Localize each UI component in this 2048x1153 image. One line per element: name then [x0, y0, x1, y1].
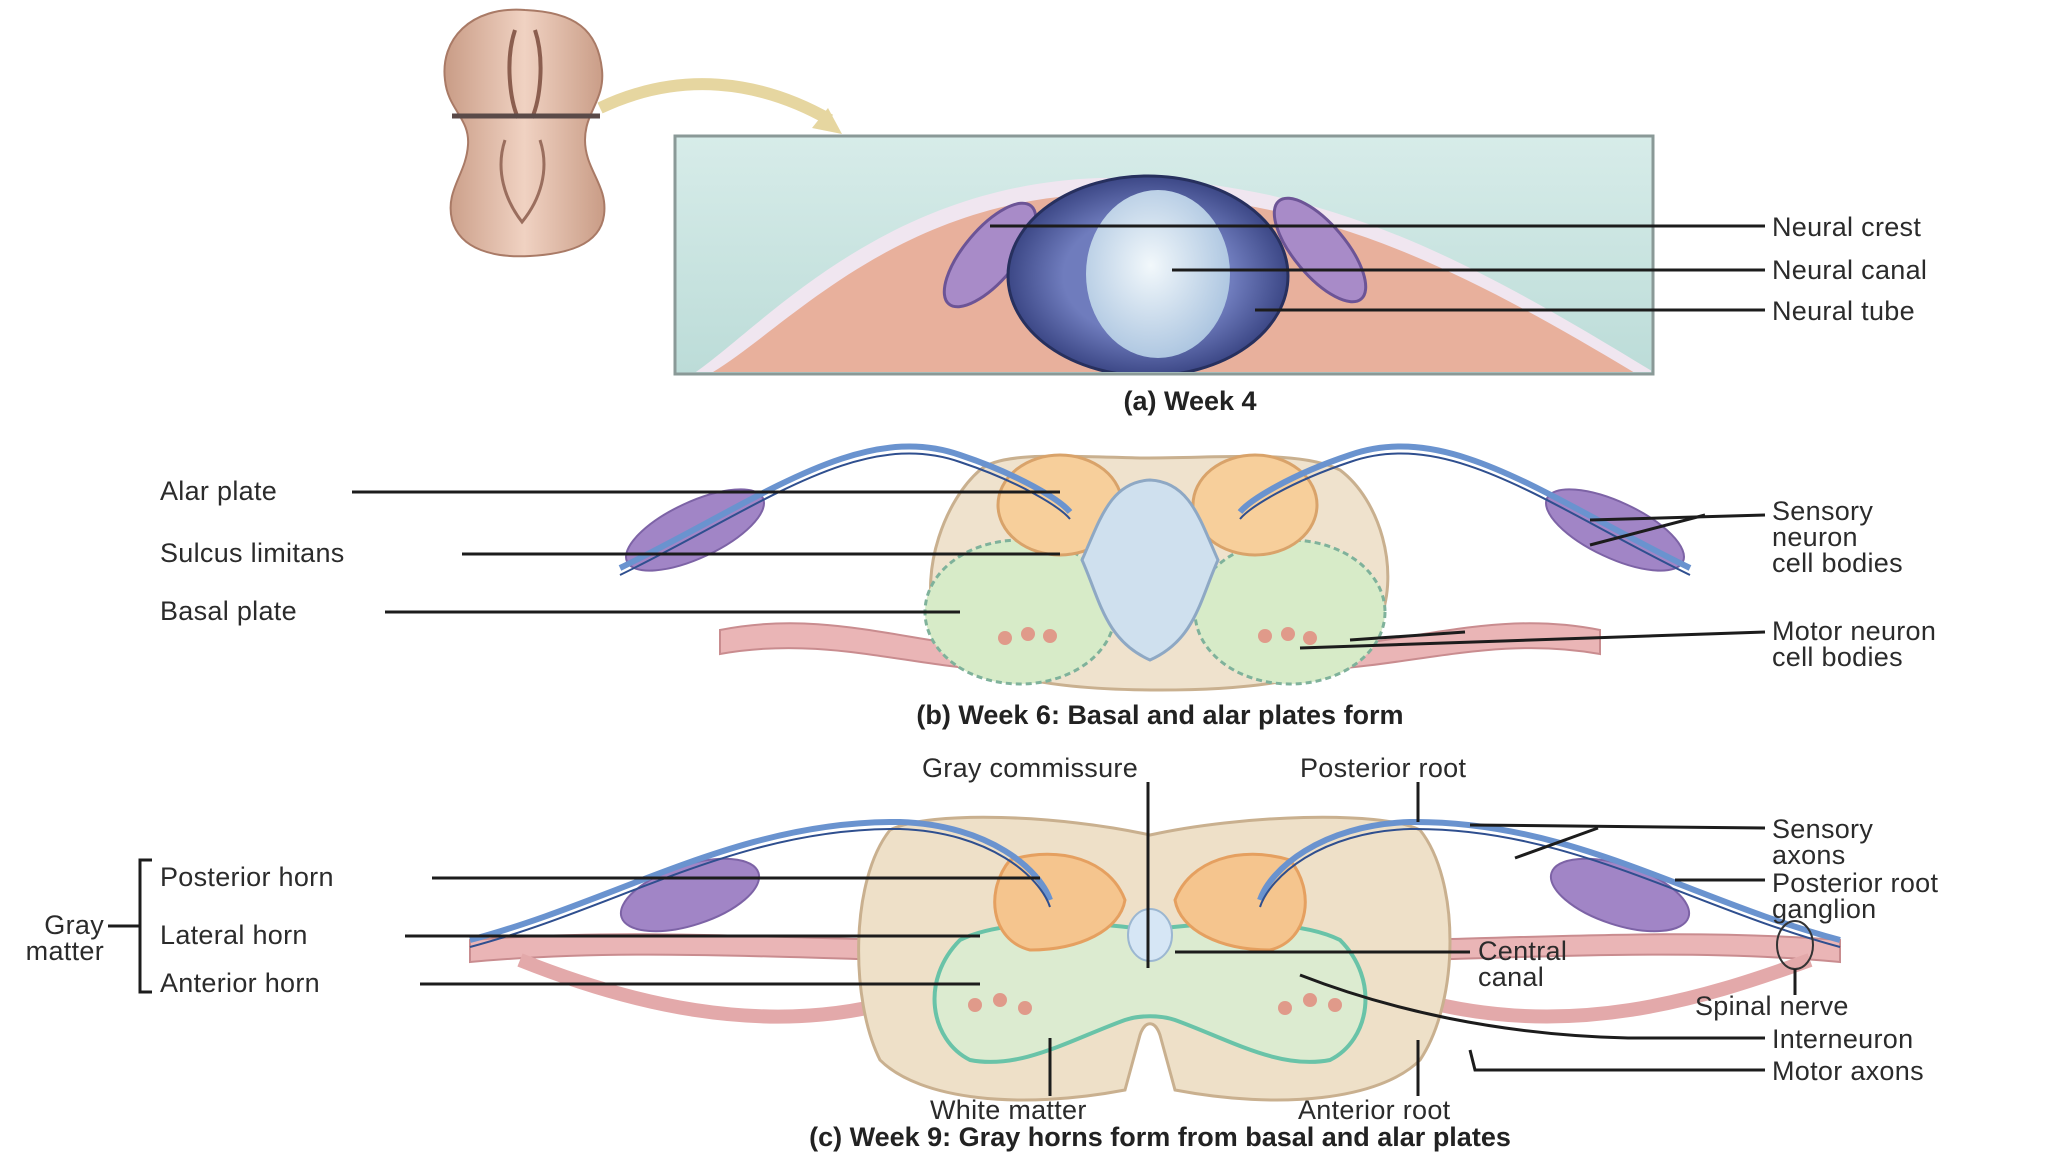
label-motor-neuron-cell-bodies: Motor neuron cell bodies — [1772, 616, 1937, 672]
panel-b-leaders — [352, 490, 1766, 650]
label-lateral-horn: Lateral horn — [160, 920, 308, 950]
panel-b-artwork — [352, 443, 1766, 692]
panel-a-artwork — [443, 8, 1765, 376]
embryo-icon — [443, 8, 606, 258]
label-posterior-root: Posterior root — [1300, 753, 1467, 783]
caption-panel-c: (c) Week 9: Gray horns form from basal a… — [809, 1122, 1511, 1152]
panel-a-leaders — [990, 224, 1765, 312]
label-motor-axons: Motor axons — [1772, 1056, 1924, 1086]
panel-c-artwork — [108, 782, 1841, 1102]
alar-plate-right-shape — [1191, 453, 1319, 557]
label-sensory-axons: Sensory axons — [1772, 814, 1874, 870]
label-posterior-root-ganglion: Posterior root ganglion — [1772, 868, 1939, 924]
neural-canal-shape — [1086, 190, 1230, 358]
caption-panel-a: (a) Week 4 — [1123, 386, 1257, 416]
label-white-matter: White matter — [930, 1095, 1087, 1125]
label-anterior-horn: Anterior horn — [160, 968, 320, 998]
week6-canal-shape — [1080, 478, 1220, 662]
label-sensory-neuron-cell-bodies: Sensory neuron cell bodies — [1772, 496, 1903, 578]
neural-crest-right-shape — [1272, 196, 1368, 304]
label-basal-plate: Basal plate — [160, 596, 297, 626]
label-anterior-root: Anterior root — [1298, 1095, 1451, 1125]
label-gray-commissure: Gray commissure — [922, 753, 1139, 783]
caption-panel-b: (b) Week 6: Basal and alar plates form — [916, 700, 1404, 730]
pointer-arrow-icon — [597, 78, 833, 126]
central-canal-shape — [1127, 908, 1173, 962]
panel-c-leaders — [405, 782, 1797, 1096]
label-neural-canal: Neural canal — [1772, 255, 1928, 285]
label-posterior-horn: Posterior horn — [160, 862, 334, 892]
label-spinal-nerve: Spinal nerve — [1695, 991, 1849, 1021]
label-neural-tube: Neural tube — [1772, 296, 1915, 326]
label-central-canal: Central canal — [1478, 936, 1568, 992]
label-gray-matter: Gray matter — [25, 910, 104, 966]
label-interneuron: Interneuron — [1772, 1024, 1914, 1054]
label-neural-crest: Neural crest — [1772, 212, 1922, 242]
gray-matter-bracket — [138, 858, 152, 994]
basal-plate-right-shape — [1193, 538, 1387, 686]
label-sulcus-limitans: Sulcus limitans — [160, 538, 345, 568]
label-alar-plate: Alar plate — [160, 476, 278, 506]
